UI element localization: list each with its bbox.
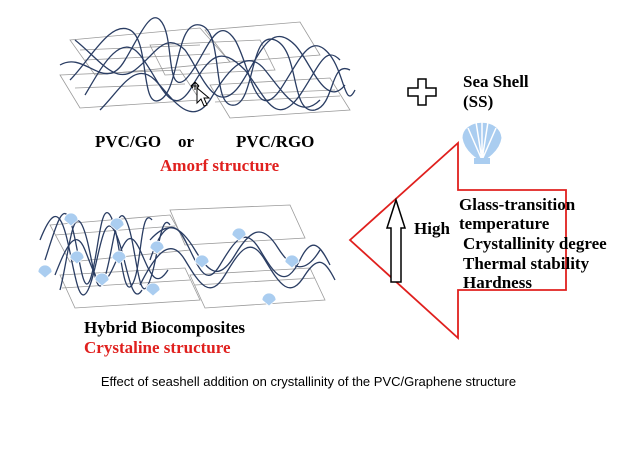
figure-caption: Effect of seashell addition on crystalli…	[100, 374, 517, 389]
sea-shell-label: Sea Shell	[463, 72, 529, 91]
crystaline-structure-label: Crystaline structure	[84, 338, 231, 357]
hybrid-biocomposites-label: Hybrid Biocomposites	[84, 318, 246, 337]
seashell-particles	[37, 212, 300, 307]
pvc-go-label: PVC/GO	[95, 132, 162, 151]
properties-arrow	[348, 140, 567, 341]
amorf-structure-label: Amorf structure	[160, 156, 280, 175]
property-glass-transition: Glass-transition	[459, 195, 576, 214]
up-arrow-icon	[385, 197, 407, 283]
property-crystallinity: Crystallinity degree	[463, 234, 607, 253]
move-cursor-icon	[190, 81, 211, 107]
high-label: High	[414, 219, 450, 238]
polymer-chains-top	[59, 17, 356, 113]
plus-icon	[407, 78, 437, 106]
or-label: or	[178, 132, 195, 151]
property-thermal-stability: Thermal stability	[463, 254, 590, 273]
ss-label: (SS)	[463, 92, 494, 111]
seashell-icon	[461, 120, 503, 164]
polymer-chains-bottom	[39, 211, 336, 296]
pvc-rgo-label: PVC/RGO	[236, 132, 315, 151]
property-hardness: Hardness	[463, 273, 532, 292]
property-temperature: temperature	[459, 214, 550, 233]
